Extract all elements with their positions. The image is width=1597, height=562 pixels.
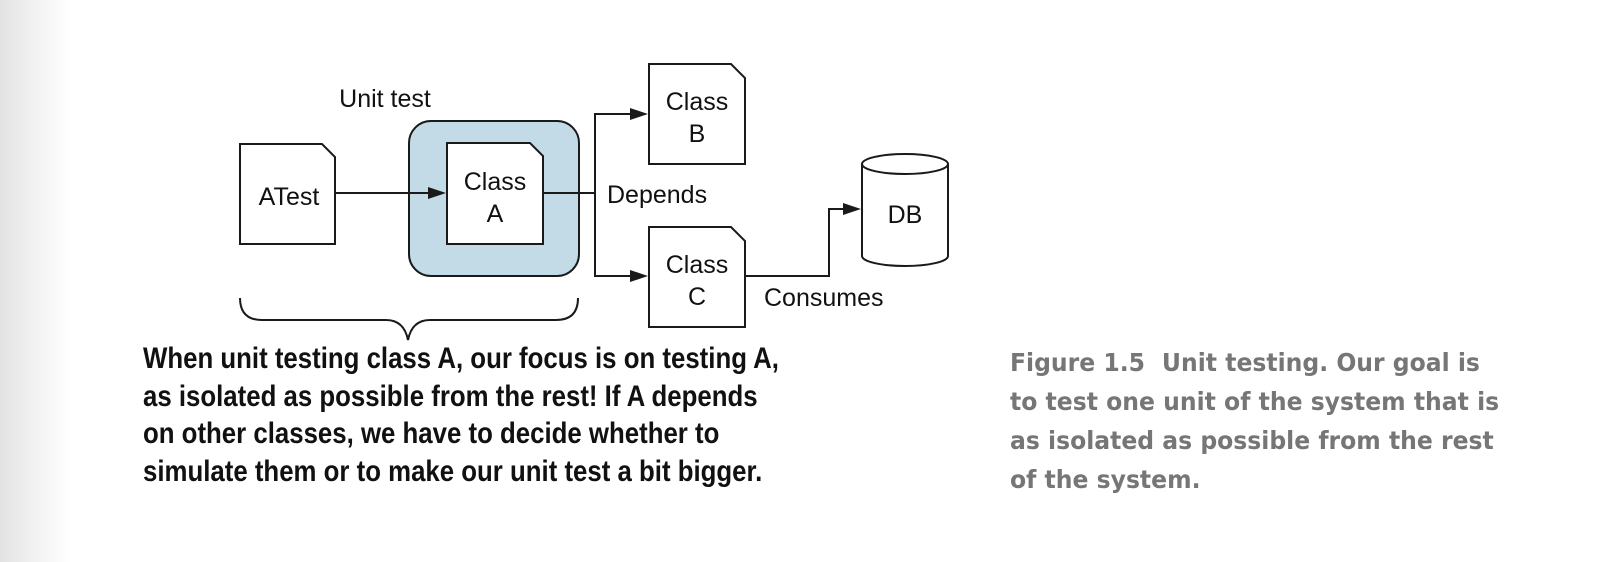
figure-caption-line: Figure 1.5 Unit testing. Our goal is xyxy=(1010,343,1536,382)
class-b-label-line1: Class xyxy=(666,88,729,116)
arrowhead xyxy=(630,108,648,120)
consumes-label: Consumes xyxy=(764,284,884,312)
class-b-label-line2: B xyxy=(689,120,706,148)
depends-label: Depends xyxy=(607,181,707,209)
figure-caption: Figure 1.5 Unit testing. Our goal is to t… xyxy=(1010,343,1536,499)
page-edge-shadow xyxy=(0,0,72,562)
class-a-label-line2: A xyxy=(487,200,504,228)
figure-caption-line: as isolated as possible from the rest xyxy=(1010,426,1494,455)
figure-caption-line: of the system. xyxy=(1010,465,1201,494)
class-c-label-line2: C xyxy=(688,283,706,311)
consumes-connector xyxy=(745,208,848,277)
annotation-line: simulate them or to make our unit test a… xyxy=(143,454,763,488)
unit-test-label: Unit test xyxy=(339,85,431,113)
figure-caption-text: Unit testing. Our goal is xyxy=(1161,348,1480,377)
annotation-line: on other classes, we have to decide whet… xyxy=(143,417,720,450)
class-c-label-line1: Class xyxy=(666,251,729,279)
class-b-box xyxy=(648,63,746,165)
atest-box xyxy=(239,143,336,245)
db-label: DB xyxy=(888,201,923,229)
db-cylinder-top xyxy=(861,153,949,175)
annotation-line: as isolated as possible from the rest! I… xyxy=(143,379,758,413)
depends-branch xyxy=(594,113,635,277)
atest-label: ATest xyxy=(259,183,320,211)
class-c-box xyxy=(648,226,746,328)
figure-number: Figure 1.5 xyxy=(1010,348,1146,377)
db-cylinder xyxy=(861,164,949,267)
diagram-annotation: When unit testing class A, our focus is … xyxy=(143,340,797,490)
annotation-line: When unit testing class A, our focus is … xyxy=(143,342,779,375)
arrowhead xyxy=(428,187,446,199)
arrowhead xyxy=(630,270,648,282)
figure-caption-line: to test one unit of the system that is xyxy=(1010,387,1500,416)
class-a-box xyxy=(446,142,544,245)
scope-brace xyxy=(239,297,579,341)
class-a-label-line1: Class xyxy=(464,168,527,196)
arrowhead xyxy=(843,203,861,215)
